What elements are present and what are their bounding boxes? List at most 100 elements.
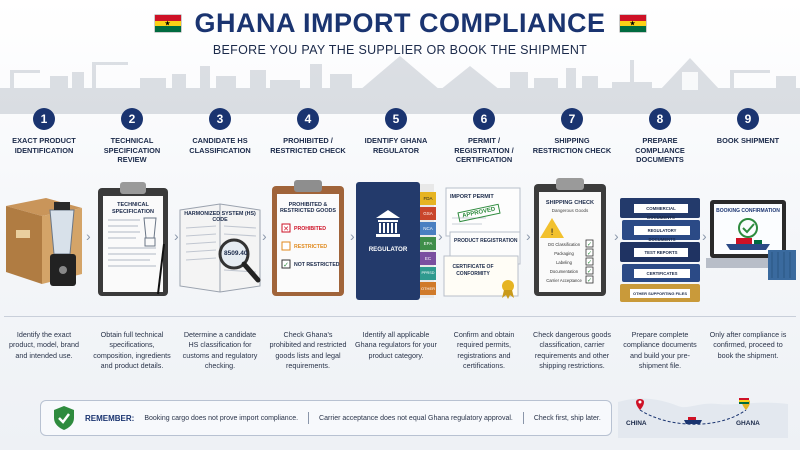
chevron-right-icon: › bbox=[350, 228, 355, 244]
svg-text:✓: ✓ bbox=[587, 241, 592, 248]
binder-label: COMMERCIAL DOCUMENTS bbox=[634, 204, 688, 220]
binder: COMMERCIAL DOCUMENTS bbox=[620, 198, 700, 220]
permit-documents-icon: IMPORT PERMIT APPROVED PRODUCT REGISTRAT… bbox=[442, 174, 526, 302]
binder-label: REGULATOR bbox=[368, 246, 408, 253]
step-label: TECHNICAL SPECIFICATION REVIEW bbox=[103, 136, 161, 165]
reminder-item: Check first, ship later. bbox=[533, 414, 601, 422]
step-label: IDENTIFY GHANA REGULATOR bbox=[364, 136, 428, 155]
laptop-booking-icon: BOOKING CONFIRMATION bbox=[706, 174, 796, 302]
sheet-title: TECHNICAL SPECIFICATION bbox=[111, 202, 155, 215]
option-not-restricted: NOT RESTRICTED bbox=[294, 262, 340, 268]
option-restricted: RESTRICTED bbox=[294, 244, 328, 250]
reminder-title: REMEMBER: bbox=[85, 413, 135, 423]
chevron-right-icon: › bbox=[262, 228, 267, 244]
separator bbox=[308, 412, 310, 424]
step-label: SHIPPING RESTRICTION CHECK bbox=[532, 136, 612, 155]
step-number: 8 bbox=[649, 108, 671, 130]
step-5: 5 IDENTIFY GHANA REGULATOR REGULATOR FDA… bbox=[354, 108, 438, 300]
step-number: 5 bbox=[385, 108, 407, 130]
port-skyline-icon bbox=[0, 56, 800, 114]
step-8: 8 PREPARE COMPLIANCE DOCUMENTS COMMERCIA… bbox=[618, 108, 702, 302]
step-description: Check dangerous goods classification, ca… bbox=[533, 330, 611, 371]
chevron-right-icon: › bbox=[526, 228, 531, 244]
step-description: Determine a candidate HS classification … bbox=[182, 330, 258, 371]
chevron-right-icon: › bbox=[174, 228, 179, 244]
screen-title: BOOKING CONFIRMATION bbox=[716, 208, 780, 214]
page-title: GHANA IMPORT COMPLIANCE bbox=[194, 8, 606, 38]
step-label: PROHIBITED / RESTRICTED CHECK bbox=[270, 136, 346, 155]
page-subtitle: BEFORE YOU PAY THE SUPPLIER OR BOOK THE … bbox=[212, 43, 588, 57]
world-map-icon bbox=[618, 398, 788, 438]
chevron-right-icon: › bbox=[702, 228, 707, 244]
step-number: 2 bbox=[121, 108, 143, 130]
binder: REGULATORY DOCUMENTS bbox=[622, 220, 700, 242]
checklist-item: DG Classification bbox=[547, 242, 581, 247]
step-7: 7 SHIPPING RESTRICTION CHECK ! ✓✓✓ ✓✓ bbox=[530, 108, 614, 296]
tab-ec: EC bbox=[420, 252, 436, 265]
step-4: 4 PROHIBITED / RESTRICTED CHECK ✕ ✓ PROH… bbox=[266, 108, 350, 296]
step-label: PERMIT / REGISTRATION / CERTIFICATION bbox=[454, 136, 514, 165]
step-description: Identify all applicable Ghana regulators… bbox=[355, 330, 437, 360]
step-2: 2 TECHNICAL SPECIFICATION REVIEW TECHNIC… bbox=[90, 108, 174, 296]
binder-label: OTHER SUPPORTING FILES bbox=[630, 289, 690, 298]
checklist-item: Documentation bbox=[549, 269, 579, 274]
doc-import-permit: IMPORT PERMIT bbox=[450, 194, 494, 200]
reminder-box: REMEMBER: Booking cargo does not prove i… bbox=[40, 400, 612, 436]
svg-text:✕: ✕ bbox=[283, 225, 289, 233]
step-1: 1 EXACT PRODUCT IDENTIFICATION bbox=[2, 108, 86, 286]
product-box-blender-icon bbox=[6, 198, 82, 286]
tab-epa: EPA bbox=[420, 237, 436, 250]
sheet-title: SHIPPING CHECK bbox=[545, 200, 595, 206]
step-description: Check Ghana's prohibited and restricted … bbox=[269, 330, 347, 371]
svg-text:✓: ✓ bbox=[587, 268, 592, 275]
origin-label: CHINA bbox=[626, 420, 647, 427]
svg-text:✓: ✓ bbox=[587, 259, 592, 266]
book-magnifier-icon: HARMONIZED SYSTEM (HS) CODE 8509.40 bbox=[178, 174, 262, 302]
step-label: BOOK SHIPMENT bbox=[716, 136, 780, 145]
step-description: Prepare complete compliance documents an… bbox=[623, 330, 697, 371]
step-9: 9 BOOK SHIPMENT BOOKING CONFIRMATION bbox=[706, 108, 796, 280]
clipboard-shipping-icon: ! ✓✓✓ ✓✓ SHIPPING CHECK Dangerous Goods … bbox=[530, 174, 614, 302]
reminder-item: Booking cargo does not prove import comp… bbox=[144, 414, 299, 422]
checklist-item: Labeling bbox=[556, 260, 572, 265]
steps-row: 1 EXACT PRODUCT IDENTIFICATION › 2 TECHN… bbox=[0, 108, 800, 308]
binder-label: TEST REPORTS bbox=[634, 248, 688, 257]
hs-code: 8509.40 bbox=[224, 250, 248, 257]
doc-certificate: CERTIFICATE OF CONFORMITY bbox=[452, 264, 494, 277]
step-number: 7 bbox=[561, 108, 583, 130]
header: ★ GHANA IMPORT COMPLIANCE ★ BEFORE YOU P… bbox=[0, 8, 800, 57]
step-3: 3 CANDIDATE HS CLASSIFICATION HARMONIZED… bbox=[178, 108, 262, 293]
checklist: DG Classification Packaging Labeling Doc… bbox=[542, 240, 586, 285]
route-map: CHINA GHANA bbox=[618, 392, 788, 442]
shield-check-icon bbox=[54, 406, 74, 430]
doc-product-registration: PRODUCT REGISTRATION bbox=[454, 238, 518, 244]
checklist-item: Packaging bbox=[554, 251, 574, 256]
tab-pprsd: PPRSD bbox=[420, 267, 436, 280]
sheet-subtitle: Dangerous Goods bbox=[551, 208, 589, 213]
divider bbox=[4, 316, 796, 317]
binder-label: REGULATORY DOCUMENTS bbox=[634, 226, 690, 242]
separator bbox=[522, 412, 524, 424]
svg-text:!: ! bbox=[550, 228, 554, 238]
step-description: Confirm and obtain required permits, reg… bbox=[453, 330, 515, 371]
sheet-title: HARMONIZED SYSTEM (HS) CODE bbox=[184, 211, 256, 224]
destination-label: GHANA bbox=[736, 420, 760, 427]
clipboard-spec-icon: TECHNICAL SPECIFICATION bbox=[90, 174, 174, 302]
tab-nca: NCA bbox=[420, 222, 436, 235]
binder-regulator-icon: REGULATOR FDA GSA NCA EPA EC PPRSD OTHER bbox=[354, 174, 438, 302]
tab-gsa: GSA bbox=[420, 207, 436, 220]
step-label: EXACT PRODUCT IDENTIFICATION bbox=[12, 136, 76, 155]
svg-text:✓: ✓ bbox=[283, 261, 289, 269]
reminder-item: Carrier acceptance does not equal Ghana … bbox=[319, 414, 513, 422]
binder-label: CERTIFICATES bbox=[634, 269, 690, 278]
step-description: Identify the exact product, model, brand… bbox=[9, 330, 79, 360]
step-description: Obtain full technical specifications, co… bbox=[93, 330, 171, 371]
svg-text:✓: ✓ bbox=[587, 277, 592, 284]
chevron-right-icon: › bbox=[614, 228, 619, 244]
step-label: PREPARE COMPLIANCE DOCUMENTS bbox=[635, 136, 685, 165]
step-6: 6 PERMIT / REGISTRATION / CERTIFICATION … bbox=[442, 108, 526, 299]
ghana-flag-icon: ★ bbox=[154, 15, 181, 33]
step-label: CANDIDATE HS CLASSIFICATION bbox=[189, 136, 251, 155]
chevron-right-icon: › bbox=[86, 228, 91, 244]
clipboard-check-icon: ✕ ✓ PROHIBITED & RESTRICTED GOODS PROHIB… bbox=[266, 174, 350, 302]
